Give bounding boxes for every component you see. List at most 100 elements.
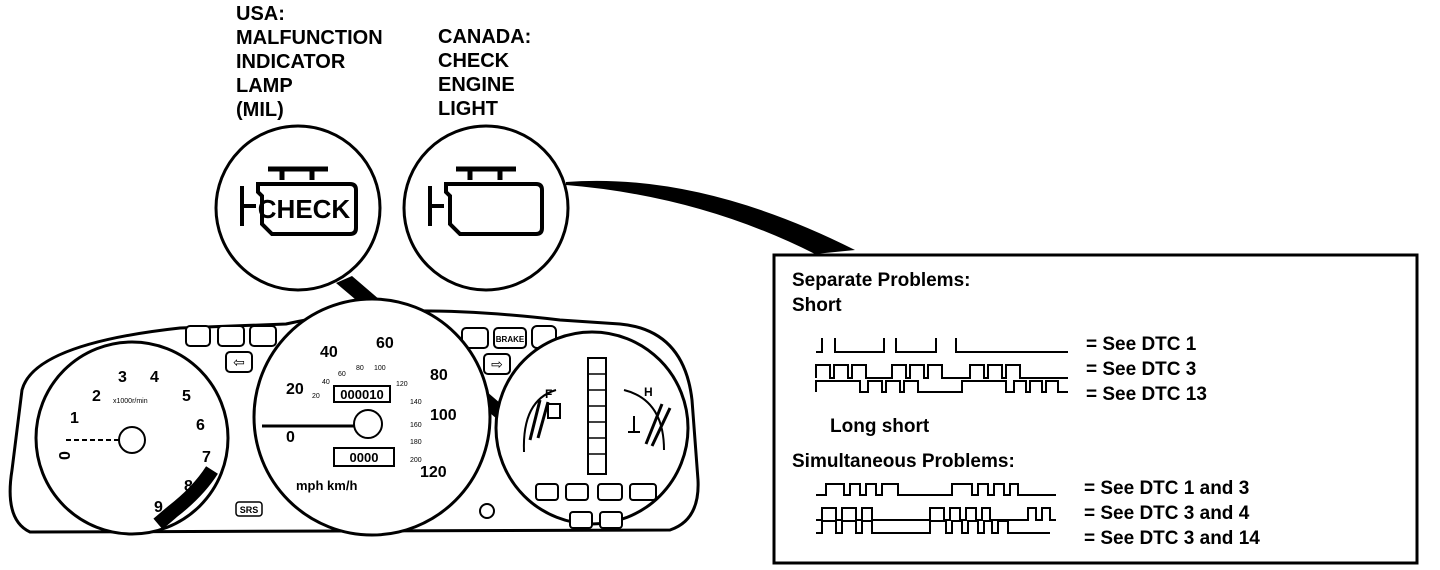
turn-right-icon (483, 353, 511, 375)
waveform-dtc-3 (815, 364, 1068, 379)
check-text: CHECK (258, 194, 351, 224)
usa-lamp-circle: CHECK (214, 124, 382, 292)
left-arrow-glyph: ⇦ (233, 354, 245, 370)
tach-number: 1 (70, 410, 79, 427)
tach-unit: x1000r/min (113, 398, 148, 405)
brake-indicator-icon (479, 503, 495, 519)
pointer-wedge-canada (566, 180, 855, 254)
usa-label-line: (MIL) (236, 99, 284, 121)
tach-hub (118, 426, 146, 454)
odometer-value: 000010 (340, 387, 383, 402)
kmh-number: 200 (410, 457, 422, 464)
legend-box (772, 253, 1419, 565)
tach-number: 5 (182, 388, 191, 405)
gear-indicator (587, 357, 607, 475)
trip-value: 0000 (350, 450, 379, 465)
temp-needle (644, 403, 672, 447)
indicator-box (629, 483, 657, 501)
waveform-dtc-1 (816, 338, 1068, 353)
right-arrow-glyph: ⇨ (491, 356, 503, 372)
tach-number: 6 (196, 417, 205, 434)
mph-number: 0 (286, 429, 295, 446)
mph-number: 80 (430, 367, 448, 384)
waveform-dtc-3-and-4 (816, 507, 1056, 521)
kmh-number: 160 (410, 422, 422, 429)
odometer-display (333, 385, 391, 403)
kmh-number: 120 (396, 381, 408, 388)
blink-code-legend: Separate Problems: Short = See DTC 1 = S… (772, 253, 1419, 565)
speedometer: 0 20 40 60 80 100 120 20 40 60 80 100 12… (252, 297, 492, 537)
kmh-number: 180 (410, 439, 422, 446)
canada-label-line: CANADA: (438, 26, 532, 48)
usa-label-line: MALFUNCTION (236, 27, 383, 49)
speedo-unit: mph km/h (296, 478, 357, 493)
kmh-number: 100 (374, 365, 386, 372)
turn-left-icon (225, 351, 253, 373)
short-title: Short (792, 295, 842, 316)
check-engine-lamp-cluster (565, 483, 589, 501)
speedo-hub (353, 409, 383, 439)
waveform-dtc-1-and-3 (816, 483, 1056, 496)
tach-number: 7 (202, 449, 211, 466)
dtc-3-and-14-label: = See DTC 3 and 14 (1084, 528, 1260, 549)
kmh-number: 80 (356, 365, 364, 372)
dtc-1-label: = See DTC 1 (1086, 334, 1197, 355)
usa-label: USA: MALFUNCTION INDICATOR LAMP (MIL) (236, 2, 383, 122)
warning-box (185, 325, 211, 347)
mph-number: 60 (376, 335, 394, 352)
canada-label: CANADA: CHECK ENGINE LIGHT (438, 25, 531, 121)
tach-number: 9 (154, 499, 163, 516)
waveform-dtc-3-and-14 (816, 520, 1050, 534)
brake-text: BRAKE (496, 335, 525, 344)
check-engine-icon: CHECK (240, 166, 358, 236)
tachometer: 0 1 2 3 4 5 6 7 8 9 x1000r/min (34, 340, 230, 536)
temp-icon (628, 416, 640, 433)
waveform-dtc-13 (815, 380, 1068, 393)
tach-number: 0 (57, 451, 74, 460)
canada-label-line: LIGHT (438, 98, 498, 120)
usa-label-line: LAMP (236, 75, 293, 97)
engine-outline-icon (428, 166, 544, 236)
seatbelt-icon (569, 511, 593, 529)
car-icon (597, 483, 623, 501)
fuel-needle (528, 399, 550, 441)
highbeam-icon (461, 327, 489, 349)
usa-label-line: INDICATOR (236, 51, 346, 73)
kmh-number: 40 (322, 379, 330, 386)
dtc-3-and-4-label: = See DTC 3 and 4 (1084, 503, 1250, 524)
srs-text: SRS (240, 505, 259, 515)
fuel-temp-gauge: F H (494, 330, 690, 529)
tach-number: 3 (118, 369, 127, 386)
usa-label-line: USA: (236, 3, 285, 25)
mph-number: 100 (430, 407, 457, 424)
separate-problems-title: Separate Problems: (792, 270, 970, 291)
kmh-number: 140 (410, 399, 422, 406)
tach-number: 8 (184, 478, 193, 495)
battery-icon (249, 325, 277, 347)
canada-lamp-circle (402, 124, 570, 292)
trip-display (333, 447, 395, 467)
oil-pressure-icon (217, 325, 245, 347)
mph-number: 120 (420, 464, 447, 481)
indicator-box (599, 511, 623, 529)
dtc-1-and-3-label: = See DTC 1 and 3 (1084, 478, 1249, 499)
kmh-number: 20 (312, 393, 320, 400)
brake-box (493, 327, 527, 349)
kmh-number: 60 (338, 371, 346, 378)
canada-label-line: CHECK (438, 50, 510, 72)
canada-label-line: ENGINE (438, 74, 515, 96)
warning-box-bottom (535, 483, 559, 501)
simultaneous-problems-title: Simultaneous Problems: (792, 451, 1015, 472)
tach-number: 4 (150, 369, 159, 386)
fuel-f-label: F (545, 387, 552, 401)
srs-box (235, 501, 263, 517)
dtc-3-label: = See DTC 3 (1086, 359, 1196, 380)
dtc-13-label: = See DTC 13 (1086, 384, 1207, 405)
mph-number: 20 (286, 381, 304, 398)
long-short-label: Long short (830, 416, 930, 437)
tach-number: 2 (92, 388, 101, 405)
fuel-pump-icon (547, 403, 561, 419)
temp-h-label: H (644, 385, 653, 399)
mph-number: 40 (320, 344, 338, 361)
